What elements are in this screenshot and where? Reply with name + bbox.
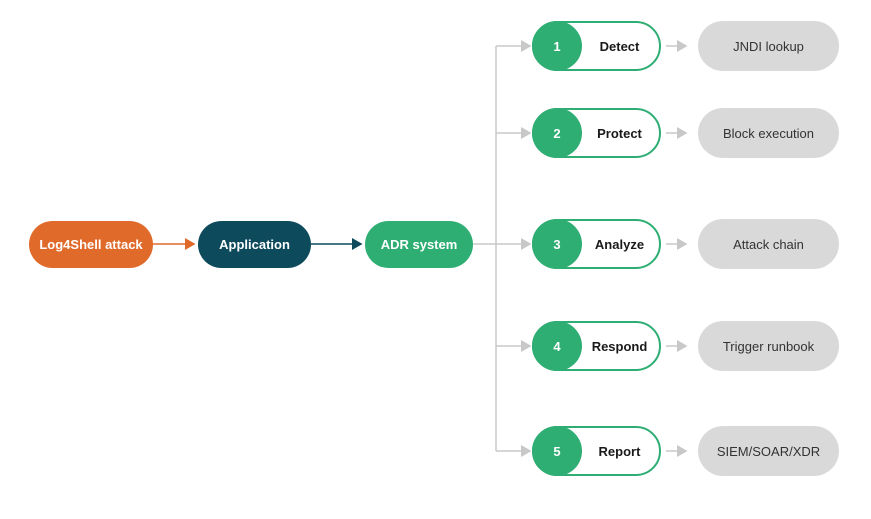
application-node: Application [198, 221, 311, 268]
outcome-jndi-lookup: JNDI lookup [698, 21, 839, 71]
step-analyze: 3 Analyze [532, 219, 661, 269]
step-number: 1 [532, 21, 582, 71]
outcome-trigger-runbook: Trigger runbook [698, 321, 839, 371]
step-respond: 4 Respond [532, 321, 661, 371]
step-protect: 2 Protect [532, 108, 661, 158]
step-label: Analyze [594, 236, 645, 252]
step-detect: 1 Detect [532, 21, 661, 71]
step-label: Respond [591, 338, 648, 354]
step-number: 3 [532, 219, 582, 269]
step-label: Report [598, 443, 641, 459]
step-number: 4 [532, 321, 582, 371]
outcome-attack-chain: Attack chain [698, 219, 839, 269]
adr-system-node: ADR system [365, 221, 473, 268]
step-number: 2 [532, 108, 582, 158]
outcome-siem-soar-xdr: SIEM/SOAR/XDR [698, 426, 839, 476]
step-report: 5 Report [532, 426, 661, 476]
outcome-block-execution: Block execution [698, 108, 839, 158]
log4shell-attack-node: Log4Shell attack [29, 221, 153, 268]
step-number: 5 [532, 426, 582, 476]
step-label: Protect [597, 125, 642, 141]
step-label: Detect [599, 38, 640, 54]
